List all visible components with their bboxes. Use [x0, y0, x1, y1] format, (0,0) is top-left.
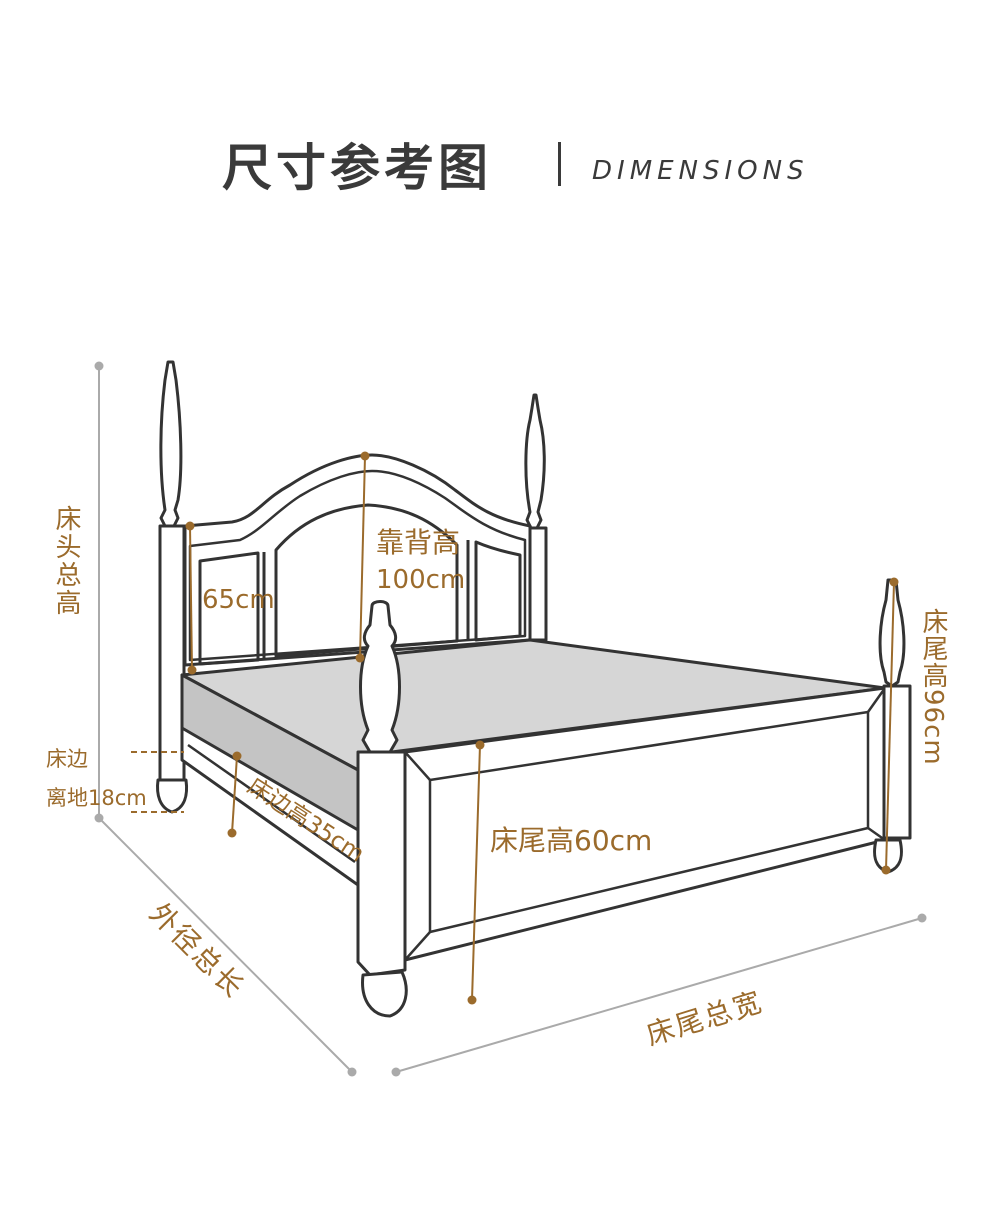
headboard-total-height-label: 床头总高 [51, 505, 81, 617]
bed-drawing [156, 360, 912, 1018]
front-right-post [873, 578, 912, 874]
back-right-post [524, 393, 548, 642]
overall-length-label: 外径总长 [143, 897, 251, 1005]
backrest-height-value: 100cm [376, 565, 465, 595]
page-title: 尺寸参考图 [222, 139, 492, 197]
bed-edge-ground-label-1: 床边 [46, 747, 88, 771]
headboard [183, 453, 532, 667]
page-subtitle: DIMENSIONS [592, 156, 809, 186]
front-left-post [356, 600, 408, 1018]
footboard-height-label: 床尾高60cm [490, 824, 652, 857]
panel-height-label: 65cm [202, 585, 275, 615]
title-divider [558, 142, 561, 186]
bed-edge-ground-label-2: 离地18cm [46, 786, 147, 810]
backrest-height-title: 靠背高 [376, 526, 460, 559]
guide-lines [94, 361, 927, 1077]
dimension-lines [131, 451, 899, 1005]
footpost-height-label: 床尾高96cm [918, 608, 948, 766]
back-left-post [156, 360, 189, 814]
